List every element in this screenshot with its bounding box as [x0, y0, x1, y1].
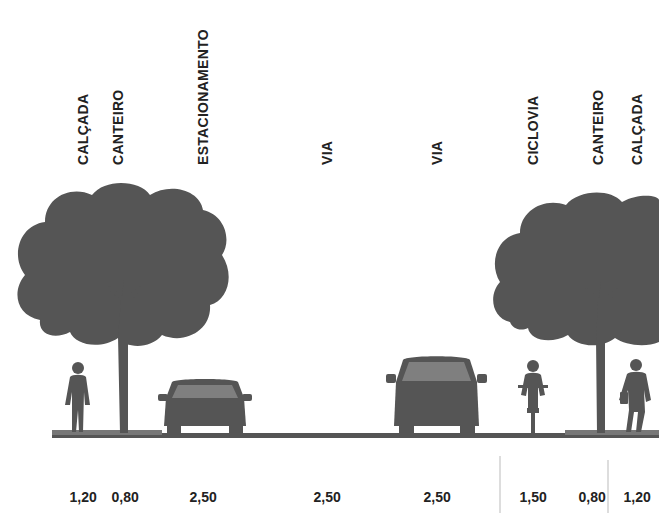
dimension-label: 0,80: [579, 489, 606, 505]
tick-line: [608, 460, 609, 513]
pedestrian: [65, 362, 90, 432]
left-planter: [52, 430, 162, 435]
zone-name: CANTEIRO: [590, 89, 606, 165]
zone-name: CICLOVIA: [525, 96, 541, 165]
dimension-label: 1,50: [520, 489, 547, 505]
zone-name: CALÇADA: [75, 94, 91, 165]
zone-name: CANTEIRO: [110, 89, 126, 165]
street-illustration: [17, 183, 659, 438]
dimension-label: 0,80: [112, 489, 139, 505]
parked-car: [158, 379, 252, 436]
zone-name: ESTACIONAMENTO: [195, 29, 211, 165]
zone-name: VIA: [319, 141, 335, 165]
right-tree-trunk: [583, 282, 620, 433]
right-tree-canopy: [493, 193, 659, 346]
dimension-label: 2,50: [190, 489, 217, 505]
cyclist: [518, 360, 548, 435]
dimension-label: 2,50: [314, 489, 341, 505]
dimension-label: 2,50: [424, 489, 451, 505]
tick-line: [500, 456, 501, 513]
moving-car: [386, 356, 487, 436]
dimension-label: 1,20: [70, 489, 97, 505]
left-tree-trunk: [105, 280, 144, 433]
zone-name: CALÇADA: [629, 94, 645, 165]
dimension-label: 1,20: [624, 489, 651, 505]
right-planter: [565, 430, 659, 435]
zone-name: VIA: [429, 141, 445, 165]
pedestrian: [619, 359, 651, 432]
